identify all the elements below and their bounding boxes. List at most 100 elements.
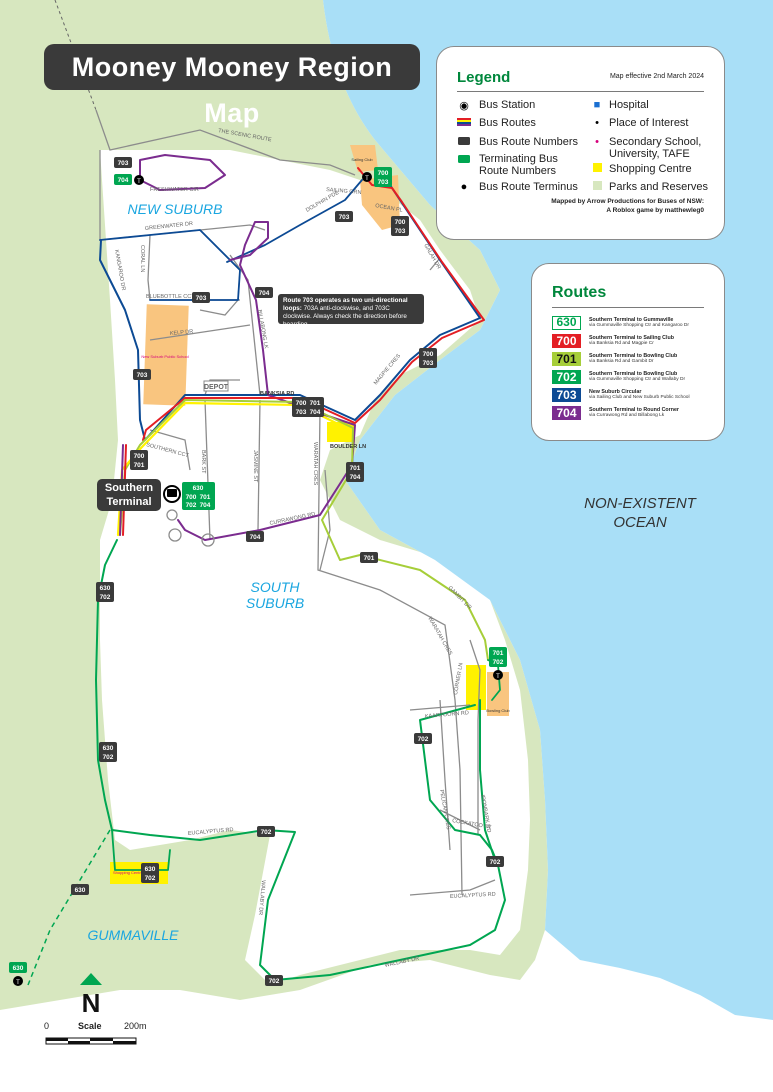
svg-text:702: 702 [145,875,156,882]
badge-701-b: 701 [360,552,378,563]
routes-title: Routes [552,284,607,301]
callout-text: 703A anti-clockwise, and 703C clockwise.… [283,305,407,328]
svg-text:T: T [496,674,500,680]
street-eucalyptus-rd: EUCALYPTUS RD [188,827,234,837]
svg-text:703: 703 [196,295,207,302]
svg-text:630: 630 [75,887,86,894]
place-of-interest-icon: • [595,117,599,129]
street-bark-st: BARK ST [200,450,206,474]
svg-text:704: 704 [259,290,270,297]
route-name-704: Southern Terminal to Round Corner [589,407,679,413]
svg-text:701: 701 [310,400,321,407]
svg-text:703: 703 [296,409,307,416]
north-arrow-icon [80,973,102,985]
street-banksia-rd: BANKSIA RD [260,391,294,397]
svg-text:702: 702 [103,754,114,761]
street-jasmine-st: JASMINE ST [252,450,258,483]
route-name-700: Southern Terminal to Sailing Club [589,335,674,341]
place-sailing-club: Sailing Club [351,157,373,162]
street-sailing-grn: SAILING GRN [326,187,362,196]
route-via-702: via Gummaville Shopping Ctr and Wallaby … [589,377,686,382]
route-702-ironbark [479,699,496,861]
street-boulder-ln: BOULDER LN [330,444,366,450]
area-ocean: NON-EXISTENT OCEAN [575,494,705,532]
svg-text:702: 702 [186,502,197,509]
svg-text:704: 704 [350,474,361,481]
route-via-630: via Gummaville Shopping Ctr and Kangaroo… [589,323,689,328]
svg-text:703: 703 [395,228,406,235]
route-630-dashed [27,829,111,986]
bowling-club-area [487,672,509,716]
svg-text:630: 630 [103,745,114,752]
scale-bar [45,1037,137,1045]
route-name-703: New Suburb Circular [589,389,642,395]
map-title: Mooney Mooney Region Map [44,44,420,128]
badge-630-terminal: 630 [9,962,27,973]
scale-zero: 0 [44,1021,50,1031]
legend-shopping: Shopping Centre [609,163,692,175]
route-703-callout: Route 703 operates as two uni-directiona… [278,294,424,328]
route-number-icon [457,136,471,148]
area-south-suburb-line1: SOUTH [250,579,300,595]
sailing-club-area-2 [360,175,400,230]
svg-text:702: 702 [269,978,280,985]
street-ocean-pl: OCEAN PL [375,203,403,214]
route-701-line [119,399,489,661]
shopping-centre-icon [590,163,604,175]
street-kelp-dr: KELP DR [170,329,194,337]
roundabout [168,528,182,542]
badge-704-b: 704 [255,287,273,298]
shopping-corner [466,665,486,710]
legend-rule [457,91,704,92]
svg-text:700: 700 [423,351,434,358]
terminating-route-number-icon [457,154,471,166]
route-name-630: Southern Terminal to Gummaville [589,317,674,323]
route-badge-701: 701 [552,352,581,366]
route-via-701: via Banksia Rd and Gambit Dr [589,359,654,364]
legend-bus-station: Bus Station [479,99,536,111]
street-bluebottle-cct: BLUEBOTTLE CCT [146,294,195,300]
svg-text:703: 703 [339,214,350,221]
street-coral-ln: CORAL LN [139,245,145,272]
route-name-702: Southern Terminal to Bowling Club [589,371,678,377]
svg-text:704: 704 [310,409,321,416]
svg-text:704: 704 [200,502,211,509]
legend-hospital: Hospital [609,99,649,111]
scale-end: 200m [124,1021,147,1031]
badge-703-b: 703 [335,211,353,222]
badge-704-a: 704 [114,174,132,185]
area-ocean-line2: OCEAN [613,514,667,531]
area-ocean-line1: NON-EXISTENT [584,495,696,512]
badge-702-b: 702 [257,826,275,837]
north-label: N [82,988,101,1018]
roundabout-3 [166,509,178,521]
svg-text:700: 700 [378,170,389,177]
svg-text:703: 703 [118,160,129,167]
svg-text:630: 630 [193,485,204,492]
svg-text:700: 700 [395,219,406,226]
svg-text:630: 630 [100,585,111,592]
street-corner-ln: CORNER LN [453,662,465,695]
route-name-701: Southern Terminal to Bowling Club [589,353,678,359]
hospital-icon: ■ [593,99,601,111]
route-badge-702: 702 [552,370,581,384]
credit-line-2: A Roblox game by matthewleg0 [606,207,704,214]
route-via-704: via Currawong Rd and Billabong Lk [589,413,665,418]
terminus-markers: T T T T [13,172,503,986]
credit: Mapped by Arrow Productions for Buses of… [551,197,704,215]
svg-text:703: 703 [423,360,434,367]
southern-terminal-label: Southern Terminal [97,479,161,511]
street-wallaby-dr: WALLABY DR [257,880,266,916]
ocean-water [323,0,773,1020]
bus-routes-icon [457,117,471,130]
sailing-club-area [350,145,378,172]
legend-terminating-numbers: Terminating Bus Route Numbers [479,153,558,177]
svg-text:701: 701 [134,462,145,469]
badge-702-d: 702 [265,975,283,986]
